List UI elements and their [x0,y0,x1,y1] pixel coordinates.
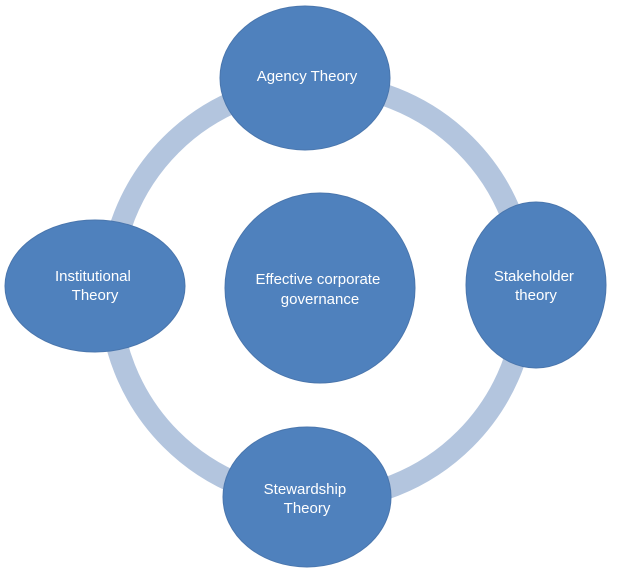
node-stewardship-theory: Stewardship Theory [222,426,392,568]
node-stewardship-theory-ellipse [222,426,392,568]
center-node: Effective corporate governance [224,192,416,384]
node-institutional-theory-line-2: Theory [72,287,119,304]
node-agency-theory-label: Agency Theory [257,68,358,85]
center-label-line-2: governance [281,291,359,308]
node-stewardship-theory-line-2: Theory [284,500,331,517]
center-circle [224,192,416,384]
node-stakeholder-theory-label: Stakeholder theory [494,268,578,304]
center-label-line-1: Effective corporate [256,271,381,288]
node-institutional-theory-ellipse [4,219,186,353]
node-stakeholder-theory-line-1: Stakeholder [494,268,574,285]
node-institutional-theory-label: Institutional Theory [55,268,135,304]
node-stakeholder-theory-ellipse [465,201,607,369]
node-agency-theory-line-1: Agency Theory [257,68,358,85]
node-stakeholder-theory-line-2: theory [515,287,557,304]
node-institutional-theory-line-1: Institutional [55,268,131,285]
node-agency-theory: Agency Theory [219,5,391,151]
node-stewardship-theory-label: Stewardship Theory [264,481,351,517]
center-label: Effective corporate governance [256,271,385,308]
node-agency-theory-ellipse [219,5,391,151]
node-stakeholder-theory: Stakeholder theory [465,201,607,369]
node-institutional-theory: Institutional Theory [4,219,186,353]
node-stewardship-theory-line-1: Stewardship [264,481,347,498]
